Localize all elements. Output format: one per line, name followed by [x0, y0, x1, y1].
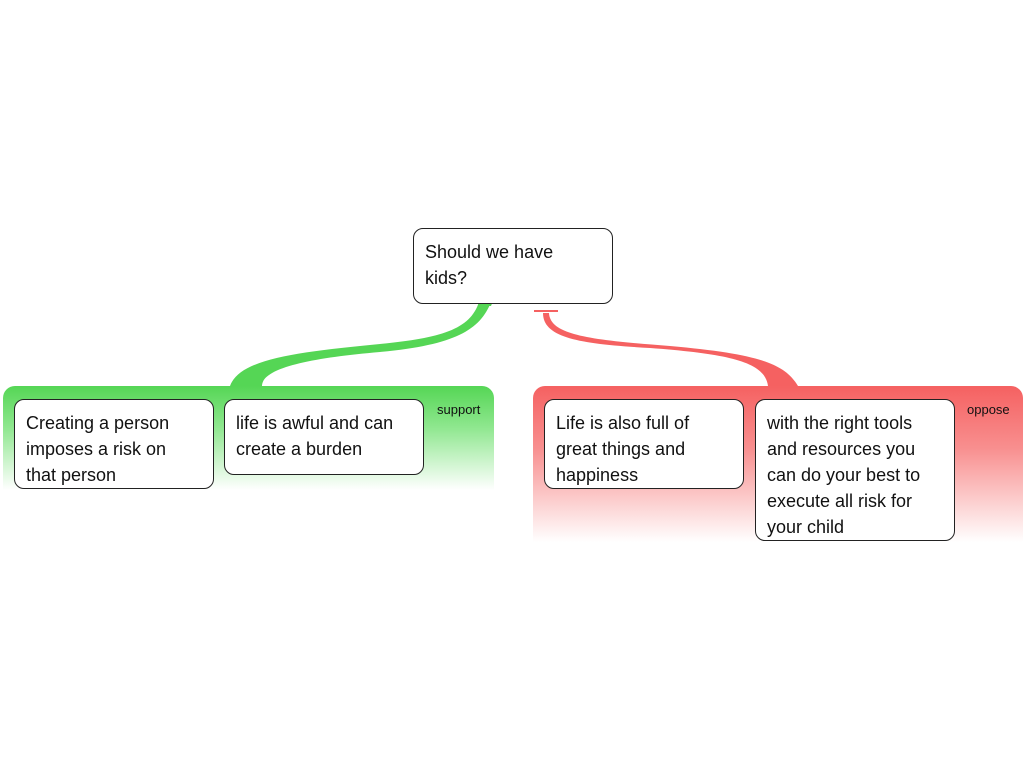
support-group-label: support — [437, 402, 481, 417]
support-connector — [230, 302, 491, 386]
support-node-1[interactable]: Creating a person imposes a risk on that… — [14, 399, 214, 489]
support-node-2[interactable]: life is awful and can create a burden — [224, 399, 424, 475]
oppose-node-2[interactable]: with the right tools and resources you c… — [755, 399, 955, 541]
root-node[interactable]: Should we have kids? — [413, 228, 613, 304]
oppose-connector — [543, 313, 798, 386]
oppose-group-label: oppose — [967, 402, 1010, 417]
oppose-node-1[interactable]: Life is also full of great things and ha… — [544, 399, 744, 489]
